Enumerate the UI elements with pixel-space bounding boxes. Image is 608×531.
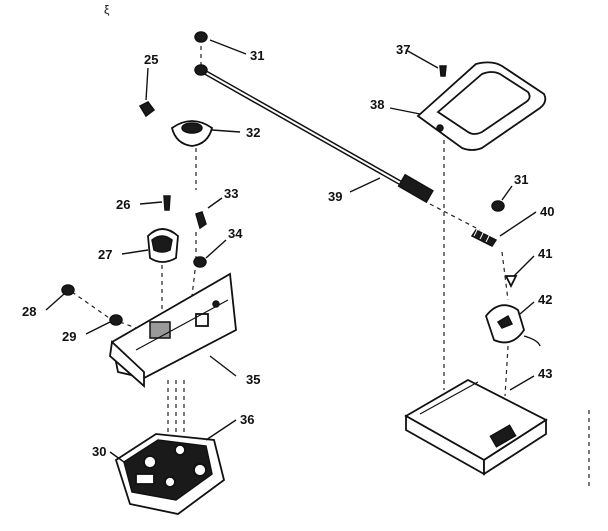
- callout-38: 38: [370, 97, 384, 112]
- part-31-cap-top: [194, 31, 208, 43]
- callout-34: 34: [228, 226, 243, 241]
- callout-25: 25: [144, 52, 158, 67]
- callout-43: 43: [538, 366, 552, 381]
- callout-42: 42: [538, 292, 552, 307]
- part-38-bezel: [416, 61, 547, 151]
- part-32-knob: [170, 120, 214, 147]
- callout-labels: 31 25 32 26 33 34 27 28 29 35 36 30 37 3…: [22, 42, 554, 459]
- callout-28: 28: [22, 304, 36, 319]
- part-27-bracket: [147, 228, 179, 263]
- part-31-cap-right: [491, 200, 505, 212]
- part-35-mounting-plate: [109, 272, 237, 388]
- part-34-nut: [193, 256, 207, 268]
- part-28-nut: [61, 284, 75, 296]
- callout-31-top: 31: [250, 48, 264, 63]
- callout-37: 37: [396, 42, 410, 57]
- leader-lines: [45, 39, 537, 463]
- callout-33: 33: [224, 186, 238, 201]
- callout-35: 35: [246, 372, 260, 387]
- part-26-pin: [163, 195, 171, 211]
- callout-39: 39: [328, 189, 342, 204]
- callout-40: 40: [540, 204, 554, 219]
- part-43-tray: [404, 378, 548, 476]
- part-39-rod: [194, 64, 434, 204]
- part-37-screw: [439, 65, 447, 77]
- callout-31-right: 31: [514, 172, 528, 187]
- part-29-nut: [109, 314, 123, 326]
- part-36-motor-block: [114, 433, 226, 515]
- part-33-clip: [195, 211, 207, 230]
- part-40-spring: [470, 227, 498, 247]
- callout-41: 41: [538, 246, 552, 261]
- callout-32: 32: [246, 125, 260, 140]
- callout-26: 26: [116, 197, 130, 212]
- callout-30: 30: [92, 444, 106, 459]
- callout-36: 36: [240, 412, 254, 427]
- part-42-knob: [484, 304, 541, 347]
- callout-27: 27: [98, 247, 112, 262]
- part-41-clip: [504, 275, 518, 289]
- callout-29: 29: [62, 329, 76, 344]
- corner-mark: ξ: [104, 3, 110, 17]
- part-25-screw: [138, 101, 156, 118]
